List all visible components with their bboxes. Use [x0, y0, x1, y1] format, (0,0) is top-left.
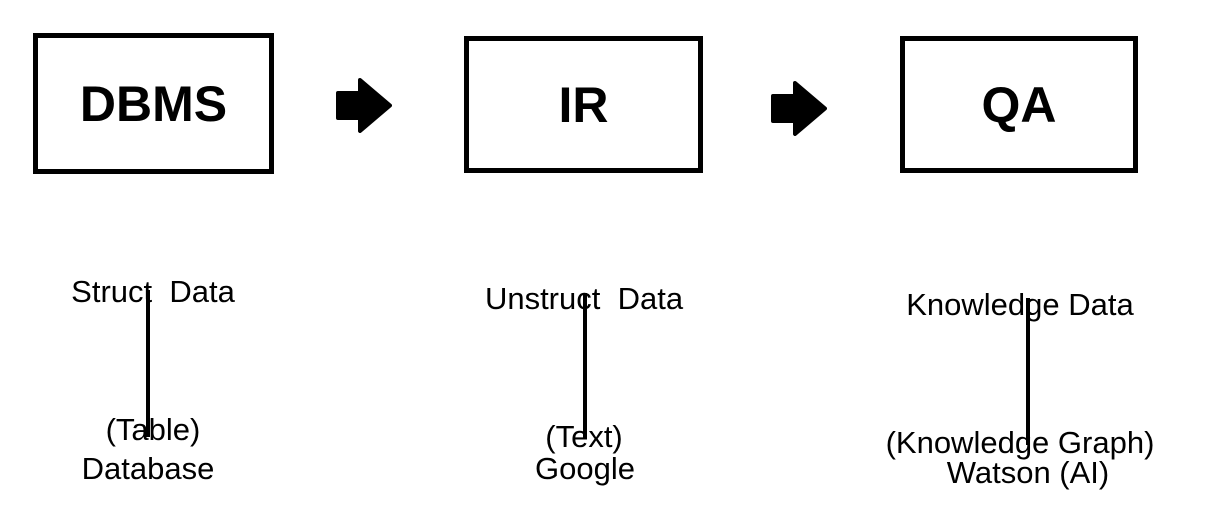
node-label-dbms: DBMS [79, 75, 228, 132]
node-box-dbms: DBMS [33, 33, 274, 174]
right-arrow-icon [336, 78, 392, 133]
connector-line-dbms [146, 290, 150, 437]
node-datatype-dbms: Struct Data (Table) [0, 177, 373, 520]
node-datatype-qa-line2: (Knowledge Graph) [885, 425, 1155, 460]
connector-line-qa [1026, 298, 1030, 445]
node-datatype-qa-line1: Knowledge Data [906, 287, 1134, 322]
node-datatype-dbms-line1: Struct Data [71, 274, 235, 309]
node-label-qa: QA [981, 76, 1057, 133]
node-label-ir: IR [558, 76, 609, 133]
node-datatype-ir-line1: Unstruct Data [484, 281, 684, 316]
node-box-ir: IR [464, 36, 703, 173]
connector-line-ir [583, 293, 587, 439]
node-example-ir: Google [535, 451, 635, 486]
node-datatype-qa: Knowledge Data (Knowledge Graph) [800, 190, 1224, 520]
node-datatype-dbms-line2: (Table) [105, 412, 201, 447]
node-box-qa: QA [900, 36, 1138, 173]
node-example-qa: Watson (AI) [946, 455, 1110, 490]
node-example-dbms: Database [81, 451, 215, 486]
right-arrow-icon [771, 81, 827, 136]
